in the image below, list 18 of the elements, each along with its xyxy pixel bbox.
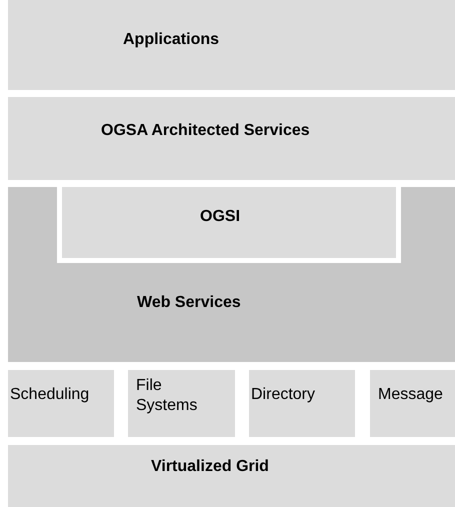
layer-label: Directory (251, 385, 316, 405)
service-box (128, 370, 235, 437)
layer-band (8, 187, 455, 362)
layer-label: File Systems (136, 376, 198, 416)
service-box (249, 370, 355, 437)
layer-label: Applications (123, 30, 220, 50)
layer-label: Message (378, 385, 443, 405)
layer-label: Virtualized Grid (151, 457, 269, 477)
layer-label: Web Services (137, 293, 241, 313)
layer-band (8, 97, 455, 180)
layer-label: Scheduling (10, 385, 90, 405)
layer-label: OGSA Architected Services (101, 121, 310, 141)
layer-label: OGSI (200, 207, 240, 227)
layer-box (57, 187, 401, 263)
layer-band (8, 445, 455, 507)
service-box (370, 370, 455, 437)
service-box (8, 370, 114, 437)
layer-band (8, 0, 455, 90)
